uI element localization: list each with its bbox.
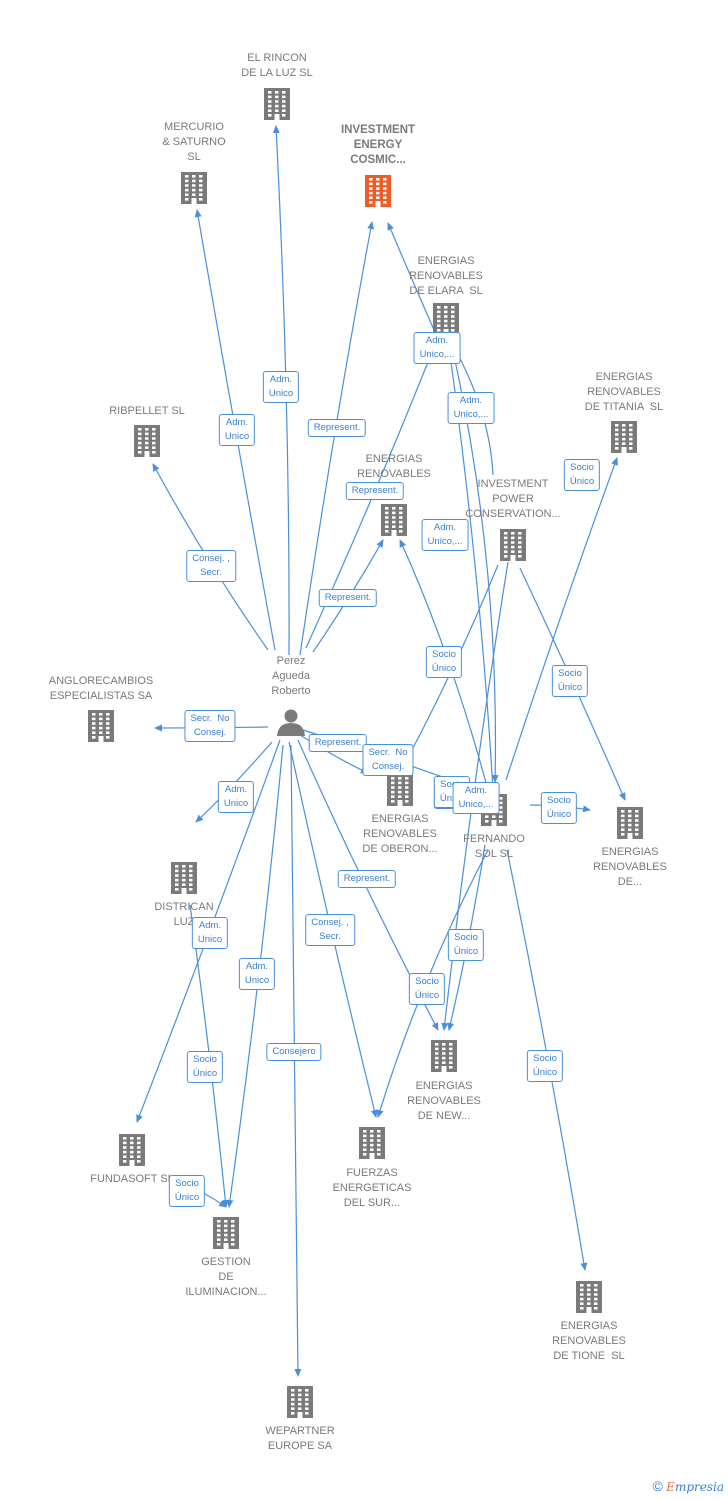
edge-label-fernando-to-tione[interactable]: Socio Único bbox=[526, 1050, 564, 1082]
edge-label-perez-to-elara[interactable]: Represent. bbox=[345, 482, 405, 500]
fundasoft-building-icon bbox=[119, 1134, 145, 1166]
node-label-investment-power[interactable]: INVESTMENT POWER CONSERVATION... bbox=[465, 478, 561, 520]
node-label-fuerzas[interactable]: FUERZAS ENERGETICAS DEL SUR... bbox=[332, 1167, 412, 1209]
el-rincon-building-icon bbox=[264, 88, 290, 120]
districan-building-icon bbox=[171, 862, 197, 894]
anglorecambios-building-icon bbox=[88, 710, 114, 742]
new-building-icon bbox=[431, 1040, 457, 1072]
node-label-perez[interactable]: Perez Agueda Roberto bbox=[271, 655, 311, 697]
perez-person-icon bbox=[277, 709, 305, 736]
fuerzas-building-icon bbox=[359, 1127, 385, 1159]
node-label-oberon[interactable]: ENERGIAS RENOVABLES DE OBERON... bbox=[362, 813, 438, 855]
edge-label-fundasoft-to-gestion[interactable]: Socio Único bbox=[168, 1175, 206, 1207]
edge-label-fernando-to-fuerzas[interactable]: Socio Único bbox=[408, 973, 446, 1005]
edge-label-investment-power-to-renovables-de[interactable]: Socio Único bbox=[551, 665, 589, 697]
edge-label-perez-to-renovables-mid[interactable]: Represent. bbox=[318, 589, 378, 607]
node-label-investment-energy[interactable]: INVESTMENT ENERGY COSMIC... bbox=[340, 124, 416, 166]
node-label-ribpellet[interactable]: RIBPELLET SL bbox=[109, 405, 185, 417]
edge-label-perez-to-new[interactable]: Represent. bbox=[337, 870, 397, 888]
gestion-building-icon bbox=[213, 1217, 239, 1249]
edge-label-fernando-to-titania[interactable]: Socio Único bbox=[563, 459, 601, 491]
node-label-new[interactable]: ENERGIAS RENOVABLES DE NEW... bbox=[407, 1080, 481, 1122]
edge-label-perez-to-fundasoft[interactable]: Adm. Unico bbox=[191, 917, 229, 949]
oberon-building-icon bbox=[387, 774, 413, 806]
edge-elara-to-investment-energy bbox=[387, 222, 435, 331]
edge-label-investment-power-to-fernando[interactable]: Adm. Unico,... bbox=[452, 782, 500, 814]
wepartner-building-icon bbox=[287, 1386, 313, 1418]
edge-label-fernando-to-renovables-mid[interactable]: Adm. Unico,... bbox=[421, 519, 469, 551]
ribpellet-building-icon bbox=[134, 425, 160, 457]
edge-label-elara-to-investment-energy[interactable]: Adm. Unico,... bbox=[413, 332, 461, 364]
mercurio-building-icon bbox=[181, 172, 207, 204]
edge-label-perez-to-investment-energy[interactable]: Represent. bbox=[307, 419, 367, 437]
investment-energy-building-icon bbox=[365, 175, 391, 207]
edge-label-perez-to-gestion[interactable]: Adm. Unico bbox=[238, 958, 276, 990]
node-label-elara[interactable]: ENERGIAS RENOVABLES DE ELARA SL bbox=[409, 255, 483, 297]
nodes-layer bbox=[88, 88, 643, 1418]
renovables-de-building-icon bbox=[617, 807, 643, 839]
edge-label-fernando-to-renovables-de[interactable]: Socio Único bbox=[540, 792, 578, 824]
edge-label-perez-to-fuerzas[interactable]: Consej. , Secr. bbox=[305, 914, 355, 946]
edge-label-perez-to-oberon[interactable]: Represent. bbox=[308, 734, 368, 752]
edge-label-perez-to-ribpellet[interactable]: Consej. , Secr. bbox=[186, 550, 236, 582]
node-label-renovables-mid[interactable]: ENERGIAS RENOVABLES bbox=[357, 453, 431, 480]
edge-label-perez-to-anglorecambios[interactable]: Secr. No Consej. bbox=[184, 710, 236, 742]
tione-building-icon bbox=[576, 1281, 602, 1313]
edge-label-districan-to-gestion[interactable]: Socio Único bbox=[186, 1051, 224, 1083]
node-label-tione[interactable]: ENERGIAS RENOVABLES DE TIONE SL bbox=[552, 1320, 626, 1362]
edge-fernando-to-titania bbox=[505, 457, 618, 781]
node-label-fernando[interactable]: FERNANDO SOL SL bbox=[463, 833, 525, 860]
footer-brand: © Empresia bbox=[653, 1478, 725, 1494]
node-label-titania[interactable]: ENERGIAS RENOVABLES DE TITANIA SL bbox=[584, 371, 664, 413]
node-label-el-rincon[interactable]: EL RINCON DE LA LUZ SL bbox=[241, 52, 313, 79]
renovables-mid-building-icon bbox=[381, 504, 407, 536]
node-label-renovables-de[interactable]: ENERGIAS RENOVABLES DE... bbox=[593, 846, 667, 888]
brand-name: Empresia bbox=[666, 1480, 724, 1494]
node-label-anglorecambios[interactable]: ANGLORECAMBIOS ESPECIALISTAS SA bbox=[48, 675, 154, 702]
elara-building-icon bbox=[433, 303, 459, 335]
node-label-mercurio[interactable]: MERCURIO & SATURNO SL bbox=[162, 121, 226, 163]
edge-label-perez-to-wepartner[interactable]: Consejero bbox=[266, 1043, 322, 1061]
edge-label-fernando-to-new[interactable]: Socio Único bbox=[447, 929, 485, 961]
edge-label-investment-power-to-oberon[interactable]: Socio Único bbox=[425, 646, 463, 678]
edge-label-perez-to-mercurio[interactable]: Adm. Unico bbox=[218, 414, 256, 446]
node-label-gestion[interactable]: GESTION DE ILUMINACION... bbox=[185, 1256, 267, 1298]
node-label-districan[interactable]: DISTRICAN LUZ bbox=[154, 901, 214, 928]
node-label-fundasoft[interactable]: FUNDASOFT SL bbox=[90, 1173, 174, 1185]
copyright-icon: © bbox=[652, 1478, 663, 1494]
edge-label-investment-power-to-elara[interactable]: Adm. Unico,... bbox=[447, 392, 495, 424]
investment-power-building-icon bbox=[500, 529, 526, 561]
titania-building-icon bbox=[611, 421, 637, 453]
edge-label-perez-to-el-rincon[interactable]: Adm. Unico bbox=[262, 371, 300, 403]
node-label-wepartner[interactable]: WEPARTNER EUROPE SA bbox=[265, 1425, 335, 1452]
edge-label-perez-to-fernando[interactable]: Secr. No Consej. bbox=[362, 744, 414, 776]
edge-label-perez-to-districan[interactable]: Adm. Unico bbox=[217, 781, 255, 813]
